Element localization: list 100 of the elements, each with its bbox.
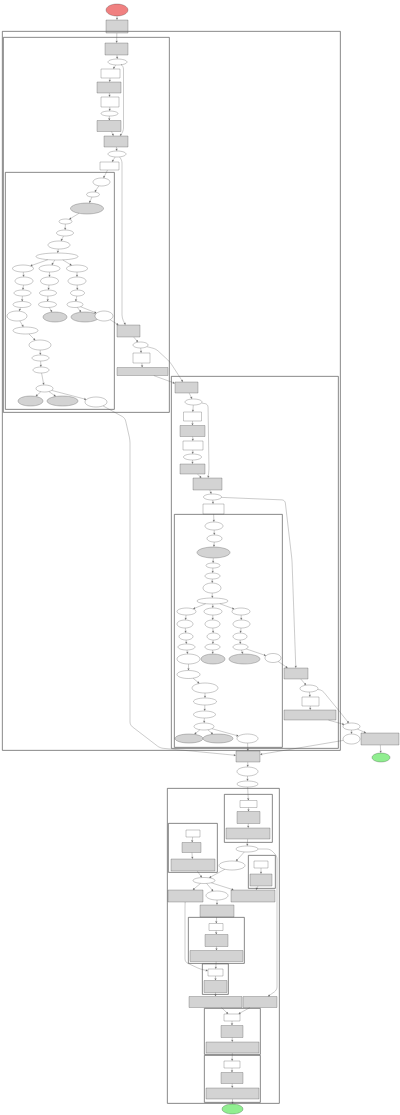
arrow	[246, 776, 249, 781]
arrow	[146, 346, 183, 382]
arrow	[191, 837, 194, 843]
arrow	[69, 213, 80, 220]
arrow	[194, 729, 200, 735]
arrow	[76, 272, 78, 277]
group-frame	[204, 1055, 261, 1103]
arrow	[120, 64, 124, 136]
arrow	[116, 15, 118, 20]
terminal-ellipse	[105, 3, 129, 17]
group-frame	[3, 37, 170, 413]
ellipse-node	[202, 733, 234, 744]
arrow	[64, 224, 67, 230]
arrow	[133, 337, 138, 342]
arrow	[197, 474, 202, 478]
arrow	[186, 650, 189, 654]
arrow	[39, 361, 42, 367]
arrow	[62, 259, 72, 266]
arrow	[192, 405, 194, 412]
arrow	[239, 628, 242, 633]
process-box	[301, 696, 320, 707]
process-box	[132, 352, 151, 364]
ellipse-node	[12, 326, 39, 335]
arrow	[94, 185, 99, 192]
process-box	[199, 904, 235, 918]
ellipse-node	[28, 339, 52, 351]
arrow	[212, 628, 214, 633]
arrow	[211, 604, 214, 608]
arrow	[108, 92, 111, 97]
arrow	[214, 976, 217, 981]
arrow	[260, 868, 262, 874]
process-box	[283, 709, 337, 721]
arrow	[256, 886, 259, 890]
arrow	[212, 558, 215, 563]
process-box	[183, 411, 202, 422]
arrow	[211, 615, 214, 620]
ellipse-node	[174, 733, 204, 744]
ellipse-node	[196, 546, 231, 559]
process-box	[225, 827, 271, 840]
process-box	[185, 829, 201, 838]
ellipse-node	[205, 890, 229, 901]
process-box	[205, 1087, 260, 1100]
arrow	[211, 568, 214, 573]
arrow	[49, 307, 52, 312]
ellipse-node	[46, 395, 79, 407]
arrow	[216, 900, 218, 905]
arrow	[215, 917, 218, 924]
arrow	[212, 514, 215, 522]
arrow	[51, 390, 87, 400]
arrow	[46, 296, 49, 302]
arrow	[246, 762, 249, 767]
ellipse-node	[200, 653, 226, 665]
group-frame	[174, 514, 283, 748]
process-box	[223, 1060, 241, 1069]
arrow	[247, 787, 250, 801]
process-box	[205, 1041, 260, 1054]
group-frame	[5, 172, 115, 410]
arrow	[116, 55, 118, 59]
arrow	[231, 1083, 234, 1088]
arrow	[206, 883, 214, 892]
arrow	[192, 883, 201, 890]
group-frame	[171, 376, 339, 749]
group-frame	[202, 963, 229, 995]
arrow	[204, 693, 206, 698]
process-box	[179, 425, 206, 437]
process-box	[208, 923, 224, 931]
arrow	[209, 869, 225, 878]
arrow	[47, 285, 50, 290]
group-frame	[248, 855, 276, 889]
arrow	[48, 272, 51, 277]
process-box	[181, 842, 202, 853]
arrow	[184, 901, 208, 972]
arrow	[357, 729, 366, 733]
arrow	[187, 664, 190, 671]
arrow	[212, 640, 214, 644]
arrow	[300, 679, 306, 685]
arrow	[111, 131, 114, 136]
arrow	[77, 307, 81, 312]
process-box	[220, 1072, 244, 1084]
process-box	[103, 135, 129, 148]
ellipse-node	[176, 653, 201, 665]
process-box	[204, 934, 229, 947]
arrow	[278, 661, 288, 668]
arrow	[231, 1053, 234, 1061]
arrow	[28, 333, 36, 341]
process-box	[100, 68, 121, 79]
arrow	[191, 450, 194, 454]
process-box	[242, 996, 278, 1008]
arrow	[140, 348, 142, 353]
arrow	[239, 640, 242, 644]
ellipse-node	[42, 311, 68, 323]
process-box	[116, 324, 141, 338]
group-frame	[167, 788, 280, 1104]
ellipse-node	[6, 310, 28, 322]
arrow	[119, 156, 126, 325]
arrow	[247, 807, 250, 812]
arrow	[115, 33, 118, 43]
arrow	[214, 992, 217, 997]
process-box	[239, 800, 258, 808]
arrow	[214, 961, 217, 969]
